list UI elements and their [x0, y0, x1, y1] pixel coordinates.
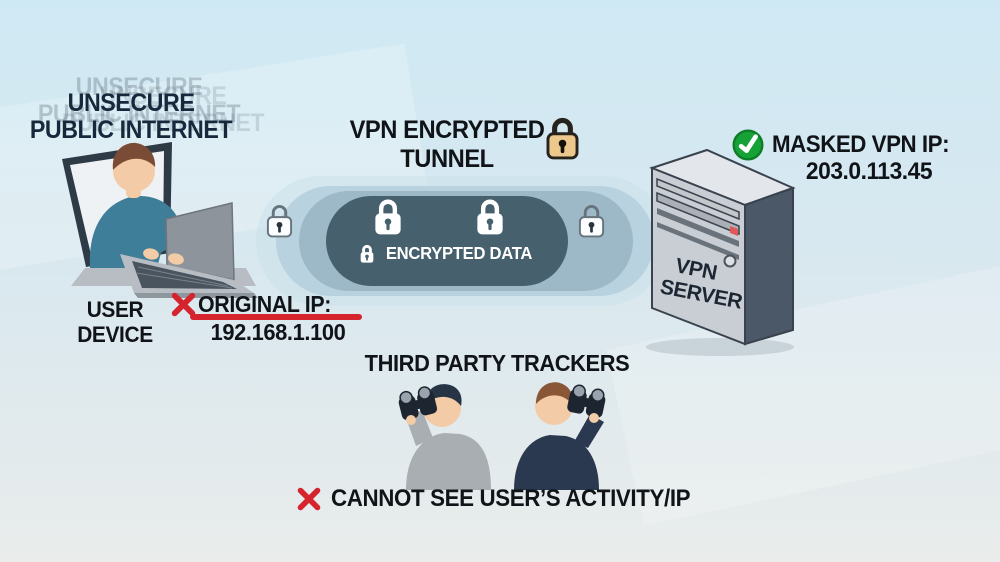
heading-line: TUNNEL	[400, 145, 494, 173]
title-line: UNSECURE	[75, 73, 203, 101]
trackers-illustration	[398, 382, 606, 490]
x-icon	[297, 487, 321, 511]
user-device-label: USER DEVICE	[57, 297, 173, 347]
title-line: PUBLIC INTERNET	[37, 100, 241, 128]
vpn-server-illustration: VPN SERVER	[646, 148, 796, 356]
server-slot	[657, 208, 739, 247]
tracker-right-figure	[514, 382, 606, 490]
check-icon	[732, 129, 764, 161]
lock-icon	[546, 117, 579, 160]
binoculars-icon	[567, 384, 606, 418]
user-hand	[168, 253, 184, 265]
original-ip-value: 192.168.1.100	[210, 319, 346, 345]
user-device-line: USER	[86, 297, 144, 322]
tracker-body	[514, 435, 599, 490]
server-led	[730, 226, 738, 236]
user-hand	[143, 248, 159, 260]
masked-ip-value: 203.0.113.45	[805, 158, 933, 185]
server-side-face	[744, 186, 794, 346]
title-line: PUBLIC INTERNET	[61, 109, 265, 137]
server-slot	[656, 177, 740, 221]
tracker-left-figure	[398, 384, 491, 490]
tracker-arm	[574, 414, 604, 448]
lock-icon	[477, 199, 503, 235]
user-torso	[89, 195, 203, 268]
title-line: PUBLIC INTERNET	[29, 116, 233, 144]
server-slot	[656, 191, 740, 236]
title-line: UNSECURE	[67, 89, 195, 117]
trackers-note-row: CANNOT SEE USER’S ACTIVITY/IP	[296, 485, 717, 513]
server-power-button	[723, 254, 737, 268]
trackers-title: THIRD PARTY TRACKERS	[364, 350, 630, 376]
lock-icon	[578, 205, 605, 238]
server-slot	[657, 222, 739, 260]
binoculars-icon	[398, 386, 438, 420]
front-laptop-edge	[134, 293, 258, 298]
x-icon	[171, 292, 196, 317]
lock-icon	[375, 199, 401, 235]
tracker-hand	[406, 415, 416, 425]
encrypted-data-label-row: ENCRYPTED DATA	[326, 243, 568, 264]
tracker-hand	[589, 413, 599, 423]
vpn-tunnel-heading: VPN ENCRYPTED TUNNEL	[334, 116, 560, 174]
tracker-hair	[536, 382, 573, 404]
trackers-note: CANNOT SEE USER’S ACTIVITY/IP	[331, 485, 691, 512]
user-hair	[112, 142, 156, 170]
masked-ip-label: MASKED VPN IP:	[772, 131, 950, 158]
user-device-line: DEVICE	[77, 322, 153, 347]
unsecure-title-ghost: UNSECURE PUBLIC INTERNET	[23, 74, 256, 128]
unsecure-public-internet-title: UNSECURE PUBLIC INTERNET	[15, 90, 248, 144]
tracker-body	[406, 433, 491, 490]
server-shadow	[646, 338, 794, 356]
title-line: UNSECURE	[99, 82, 227, 110]
tracker-hair	[424, 384, 462, 406]
encrypted-data-label: ENCRYPTED DATA	[385, 243, 532, 263]
tunnel-inner-layer	[326, 196, 568, 286]
lock-icon	[360, 244, 373, 263]
original-ip-strike	[190, 314, 362, 320]
unsecure-title-ghost: UNSECURE PUBLIC INTERNET	[47, 83, 280, 137]
lock-icon	[266, 205, 293, 238]
heading-line: VPN ENCRYPTED	[349, 116, 545, 144]
original-ip-label: ORIGINAL IP:	[198, 291, 332, 317]
user-device-illustration	[62, 142, 258, 298]
